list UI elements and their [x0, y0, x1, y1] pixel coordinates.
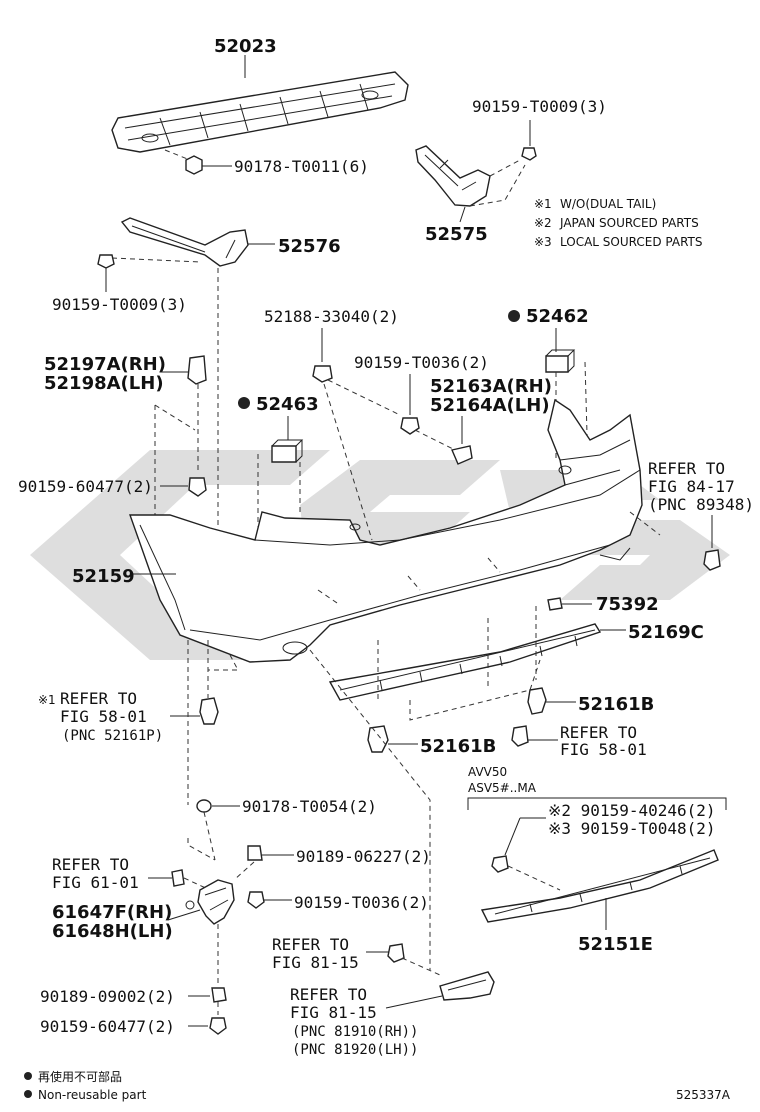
label-52463: 52463	[256, 394, 319, 415]
label-90159-60477-mid: 90159-60477(2)	[18, 477, 153, 496]
note-1-text: W/O(DUAL TAIL)	[560, 197, 656, 211]
pad-52463-icon	[271, 439, 304, 463]
label-refer-58-a-line2: FIG 58-01	[60, 707, 147, 726]
label-90159-t0048: ※3 90159-T0048(2)	[548, 819, 716, 838]
label-refer-58-b-line1: REFER TO	[560, 723, 637, 742]
label-refer-84-line2: FIG 84-17	[648, 477, 735, 496]
bolt-90159-t0009-top-icon	[521, 147, 537, 161]
label-refer-58-a-mark: ※1	[38, 693, 56, 707]
label-52164a: 52164A(LH)	[430, 395, 550, 416]
variant-bracket	[467, 797, 727, 810]
bolt-90159-60477-low-icon	[209, 1017, 227, 1035]
bolt-90159-t0009-left-icon	[97, 254, 115, 269]
label-52151e: 52151E	[578, 934, 653, 955]
label-90189-06227: 90189-06227(2)	[296, 847, 431, 866]
note-3-text: LOCAL SOURCED PARTS	[560, 235, 702, 249]
clip-61-01-icon	[171, 869, 185, 887]
label-75392: 75392	[596, 594, 659, 615]
non-reusable-mark-52463	[238, 397, 250, 409]
label-52161b-center: 52161B	[420, 736, 496, 757]
note-1-mark: ※1	[534, 197, 552, 211]
label-refer-61-line2: FIG 61-01	[52, 873, 139, 892]
label-refer-81a-line1: REFER TO	[272, 935, 349, 954]
label-refer-81a-line2: FIG 81-15	[272, 953, 359, 972]
note-3-mark: ※3	[534, 235, 552, 249]
label-61647f: 61647F(RH)	[52, 902, 172, 923]
rear-bumper-cover-52159	[129, 398, 643, 663]
label-52198a: 52198A(LH)	[44, 373, 164, 394]
bolt-90159-t0036-mid-icon	[400, 417, 420, 435]
absorber-52169c	[328, 623, 602, 701]
label-90178-t0011: 90178-T0011(6)	[234, 157, 369, 176]
label-refer-81b-line4: (PNC 81920(LH))	[292, 1042, 418, 1058]
clip-52161b-center-icon	[367, 725, 389, 753]
clip-75392-icon	[547, 597, 563, 611]
nut-90178-t0011-icon	[185, 155, 203, 175]
label-52575: 52575	[425, 224, 488, 245]
garnish-52151e	[480, 849, 719, 923]
drawing-number: 525337A	[676, 1088, 731, 1102]
label-refer-81b-line3: (PNC 81910(RH))	[292, 1024, 418, 1040]
label-52161b-right: 52161B	[578, 694, 654, 715]
clip-52161p-icon	[199, 697, 219, 725]
bolt-90159-60477-mid-icon	[188, 477, 207, 497]
label-90159-t0036-mid: 90159-T0036(2)	[354, 353, 489, 372]
label-52023: 52023	[214, 36, 277, 57]
nut-90189-09002-icon	[211, 987, 227, 1003]
label-52159: 52159	[72, 566, 135, 587]
label-52188: 52188-33040(2)	[264, 307, 399, 326]
label-refer-58-b-line2: FIG 58-01	[560, 740, 647, 759]
clip-52188-icon	[312, 365, 333, 383]
retainer-52163a-icon	[451, 445, 473, 465]
clip-58-01-icon	[511, 725, 529, 747]
label-refer-58-a-line1: REFER TO	[60, 689, 137, 708]
label-61648h: 61648H(LH)	[52, 921, 173, 942]
nut-90189-06227-icon	[247, 845, 263, 861]
label-90159-t0036-low: 90159-T0036(2)	[294, 893, 429, 912]
legend-non-reusable-jp: 再使用不可部品	[38, 1069, 122, 1084]
label-52169c: 52169C	[628, 622, 704, 643]
label-refer-84-line1: REFER TO	[648, 459, 725, 478]
label-refer-61-line1: REFER TO	[52, 855, 129, 874]
label-90159-40246: ※2 90159-40246(2)	[548, 801, 716, 820]
label-52163a: 52163A(RH)	[430, 376, 552, 397]
reflector-81910	[439, 971, 495, 1001]
legend-dot-1	[24, 1072, 32, 1080]
label-52462: 52462	[526, 306, 589, 327]
clip-89348-icon	[703, 549, 721, 571]
note-2-mark: ※2	[534, 216, 552, 230]
clip-81-15-icon	[387, 943, 405, 963]
clip-52161b-right-icon	[527, 687, 547, 715]
bracket-52576	[120, 217, 249, 267]
bracket-52575	[415, 145, 491, 207]
bolt-90159-t0036-low-icon	[247, 891, 265, 909]
screw-90159-40246-icon	[491, 855, 509, 873]
legend-dot-2	[24, 1090, 32, 1098]
rear-bumper-reinforcement-52023	[111, 71, 409, 153]
label-52197a: 52197A(RH)	[44, 354, 166, 375]
bracket-61647f	[185, 879, 235, 925]
retainer-52197a-icon	[187, 355, 207, 385]
nut-90178-t0054-icon	[196, 799, 212, 813]
legend-non-reusable-en: Non-reusable part	[38, 1088, 147, 1102]
label-90159-60477-low: 90159-60477(2)	[40, 1017, 175, 1036]
label-90159-t0009-top: 90159-T0009(3)	[472, 97, 607, 116]
pad-52462-icon	[545, 349, 576, 373]
label-variant-1: AVV50	[468, 765, 507, 779]
non-reusable-mark-52462	[508, 310, 520, 322]
label-refer-81b-line2: FIG 81-15	[290, 1003, 377, 1022]
label-refer-58-a-line3: (PNC 52161P)	[62, 728, 163, 744]
note-2-text: JAPAN SOURCED PARTS	[559, 216, 699, 230]
label-refer-84-line3: (PNC 89348)	[648, 495, 754, 514]
label-variant-2: ASV5#..MA	[468, 781, 537, 795]
label-refer-81b-line1: REFER TO	[290, 985, 367, 1004]
label-90178-t0054: 90178-T0054(2)	[242, 797, 377, 816]
label-90189-09002: 90189-09002(2)	[40, 987, 175, 1006]
label-90159-t0009-left: 90159-T0009(3)	[52, 295, 187, 314]
label-52576: 52576	[278, 236, 341, 257]
